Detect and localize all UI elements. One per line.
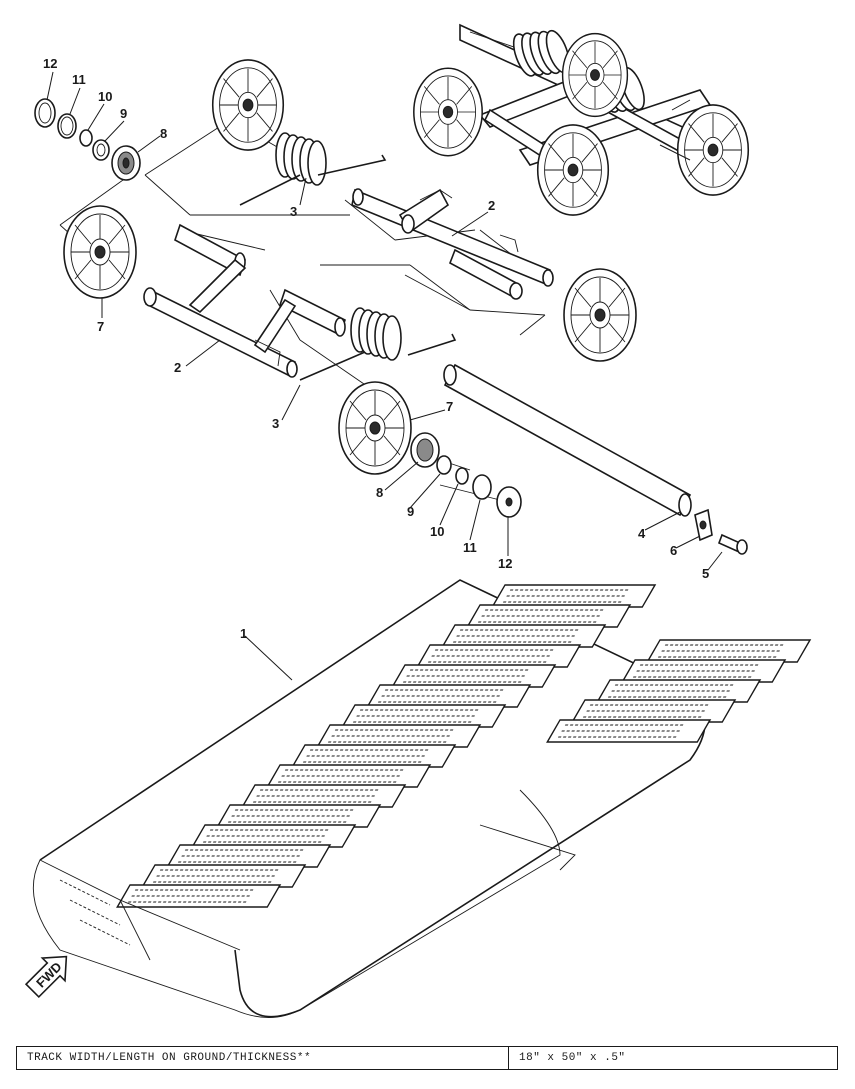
callout-8-top: 8 xyxy=(160,126,167,141)
callout-8-bottom: 8 xyxy=(376,485,383,500)
exploded-parts-diagram: FWD 12 11 10 9 8 7 3 2 2 3 7 8 9 10 11 1… xyxy=(24,19,811,1018)
spec-label: TRACK WIDTH/LENGTH ON GROUND/THICKNESS** xyxy=(17,1047,509,1069)
upper-spring xyxy=(239,132,387,206)
drive-track xyxy=(32,579,811,1018)
lower-spring xyxy=(299,307,457,381)
callout-10-bottom: 10 xyxy=(430,524,444,539)
fwd-arrow-icon: FWD xyxy=(24,955,68,999)
lower-swing-arm xyxy=(143,223,346,378)
callout-5: 5 xyxy=(702,566,709,581)
callout-3-bottom: 3 xyxy=(272,416,279,431)
callout-9-bottom: 9 xyxy=(407,504,414,519)
callout-7-left: 7 xyxy=(97,319,104,334)
upper-swing-arm xyxy=(351,188,554,300)
spec-table: TRACK WIDTH/LENGTH ON GROUND/THICKNESS**… xyxy=(16,1046,838,1070)
callout-12-bottom: 12 xyxy=(498,556,512,571)
bottom-wheel-stack xyxy=(338,381,522,518)
left-hardware-stack xyxy=(34,98,141,181)
axle-tube xyxy=(443,363,748,555)
callout-7-bottom: 7 xyxy=(446,399,453,414)
top-wheel xyxy=(211,59,285,151)
callout-9-top: 9 xyxy=(120,106,127,121)
callout-12-top: 12 xyxy=(43,56,57,71)
callout-11-bottom: 11 xyxy=(463,540,477,555)
spec-value: 18" x 50" x .5" xyxy=(519,1052,626,1064)
callout-2-bottom: 2 xyxy=(174,360,181,375)
callout-11-top: 11 xyxy=(72,72,86,87)
assembled-suspension xyxy=(413,19,750,216)
callout-4: 4 xyxy=(638,526,646,541)
callout-1: 1 xyxy=(240,626,247,641)
callout-3-top: 3 xyxy=(290,204,297,219)
left-wheel xyxy=(63,205,137,299)
leader-lines xyxy=(46,71,723,681)
callout-10-top: 10 xyxy=(98,89,112,104)
right-mid-wheel xyxy=(563,268,637,362)
callout-2-top: 2 xyxy=(488,198,495,213)
callout-6: 6 xyxy=(670,543,677,558)
